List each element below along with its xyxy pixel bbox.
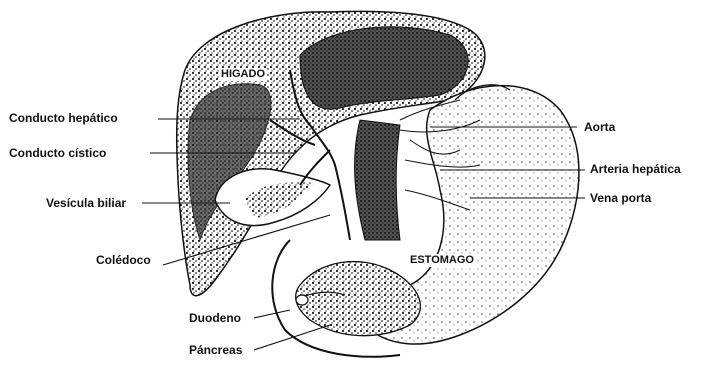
leader-duodeno — [254, 310, 290, 318]
aorta-label: Aorta — [584, 120, 615, 134]
coledoco-label: Colédoco — [96, 253, 151, 267]
duodeno-label: Duodeno — [189, 311, 241, 325]
pancreas-label: Páncreas — [189, 343, 242, 357]
vesicula-biliar-label: Vesícula biliar — [46, 196, 126, 210]
duodenal-papilla — [296, 295, 308, 305]
pancreas-shape — [296, 262, 421, 336]
conducto-hepatico-label: Conducto hepático — [9, 111, 118, 125]
higado-label: HIGADO — [219, 68, 267, 81]
arteria-hepatica-label: Arteria hepática — [590, 162, 681, 176]
vessel-bundle — [355, 120, 400, 240]
estomago-label: ESTOMAGO — [408, 254, 476, 267]
conducto-cistico-label: Conducto cístico — [9, 146, 106, 160]
leader-pancreas — [254, 325, 330, 350]
vena-porta-label: Vena porta — [590, 191, 651, 205]
